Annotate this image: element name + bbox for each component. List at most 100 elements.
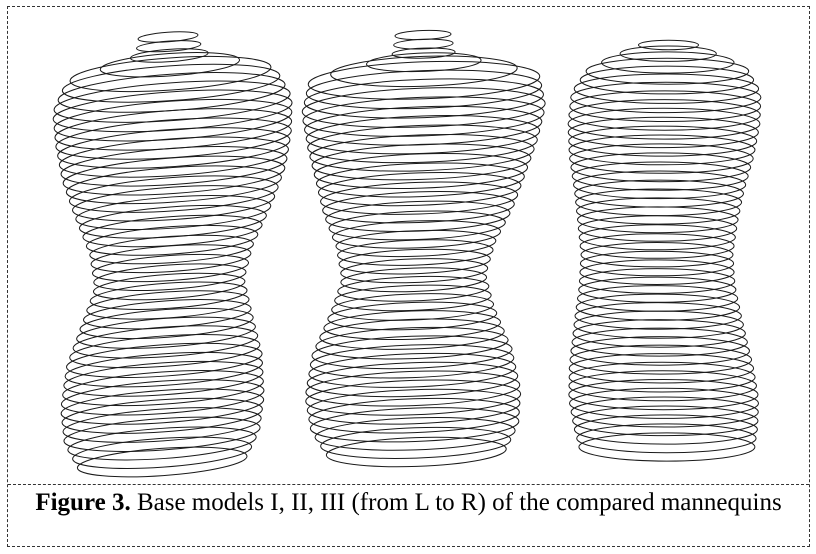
contour-slice — [57, 127, 291, 169]
contour-slice — [60, 146, 288, 187]
contour-slice — [76, 446, 248, 478]
contour-slice — [60, 379, 265, 416]
contour-slice — [99, 52, 241, 78]
contour-slice — [340, 258, 489, 284]
contour-slice — [306, 361, 519, 398]
contour-slice — [331, 293, 495, 321]
contour-slice — [60, 388, 265, 425]
contour-slice — [568, 99, 761, 131]
contour-slice — [89, 281, 248, 310]
contour-slice — [579, 250, 735, 277]
contour-slice — [315, 162, 525, 198]
contour-slice — [308, 397, 520, 434]
contour-slice — [569, 387, 759, 419]
contour-slice — [573, 73, 760, 104]
contour-slice — [337, 275, 490, 302]
contour-slice — [62, 155, 286, 196]
figure-caption: Figure 3. Base models I, II, III (from L… — [8, 489, 809, 517]
contour-slice — [75, 195, 272, 230]
contour-slice — [328, 210, 506, 241]
contour-slice — [568, 361, 756, 393]
contour-slice — [307, 124, 538, 164]
base-model-iii — [567, 39, 762, 462]
contour-slice — [327, 301, 498, 331]
contour-slice — [568, 353, 755, 384]
contour-slice — [69, 334, 261, 369]
contour-slice — [308, 352, 517, 388]
contour-slice — [72, 436, 253, 469]
contour-slice — [579, 259, 735, 286]
contour-slice — [573, 414, 758, 445]
contour-slice — [62, 407, 262, 443]
contour-slice — [338, 248, 491, 275]
contour-slice — [570, 152, 752, 183]
contour-slice — [601, 51, 735, 74]
contour-slice — [320, 426, 512, 459]
contour-slice — [320, 181, 519, 215]
contour-slice — [61, 397, 263, 434]
contour-slice — [393, 38, 454, 50]
contour-slice — [301, 87, 546, 128]
contour-slice — [89, 234, 254, 265]
contour-slice — [570, 396, 759, 428]
contour-slice — [311, 143, 532, 181]
contour-slice — [579, 65, 755, 95]
contour-slice — [72, 325, 259, 359]
contour-slice — [576, 197, 741, 225]
contour-slice — [76, 316, 256, 349]
contour-slice — [391, 47, 456, 59]
contour-slice — [306, 388, 521, 425]
contour-slice — [567, 107, 761, 140]
contour-slice — [580, 242, 734, 268]
contour-slice — [366, 52, 482, 73]
contour-slice — [302, 96, 545, 137]
contour-slice — [340, 267, 488, 293]
contour-slice — [569, 143, 754, 174]
contour-slice — [579, 233, 735, 259]
contour-slice — [91, 253, 250, 283]
contour-slice — [569, 90, 762, 122]
contour-slice — [92, 272, 246, 301]
contour-slice — [570, 81, 762, 114]
contour-slice — [309, 133, 535, 172]
base-model-ii — [301, 29, 546, 468]
mannequin-illustration — [52, 29, 762, 478]
contour-slice — [90, 244, 252, 274]
contour-slice — [313, 153, 529, 189]
contour-slice — [311, 335, 513, 370]
contour-slice — [129, 48, 209, 63]
contour-slice — [52, 89, 293, 133]
contour-slice — [576, 423, 757, 454]
contour-slice — [331, 220, 502, 249]
figure-frame: Figure 3. Base models I, II, III (from L… — [7, 6, 810, 547]
contour-slice — [136, 40, 202, 53]
contour-slice — [330, 55, 518, 88]
contour-slice — [571, 327, 748, 357]
contour-slice — [317, 172, 522, 207]
contour-slice — [305, 379, 522, 416]
contour-slice — [307, 60, 541, 100]
contour-slice — [65, 165, 282, 205]
contour-slice — [325, 436, 507, 468]
contour-slice — [305, 370, 521, 407]
contour-slice — [63, 416, 261, 452]
contour-slice — [578, 268, 736, 294]
contour-slice — [334, 284, 492, 312]
contour-slice — [53, 80, 291, 123]
contour-slice — [568, 134, 756, 166]
contour-slice — [61, 63, 281, 103]
contour-slice — [78, 204, 267, 239]
contour-slice — [573, 310, 744, 339]
contour-slice — [305, 69, 543, 110]
contour-slice — [64, 351, 263, 388]
contour-slice — [573, 170, 747, 200]
contour-slice — [568, 125, 758, 157]
contour-slice — [577, 206, 739, 234]
contour-slice — [66, 342, 263, 378]
contour-slice — [638, 39, 699, 51]
contour-slice — [62, 370, 264, 407]
contour-slice — [309, 344, 515, 379]
contour-slice — [335, 229, 497, 258]
contour-slice — [309, 407, 520, 443]
contour-slice — [67, 426, 257, 461]
